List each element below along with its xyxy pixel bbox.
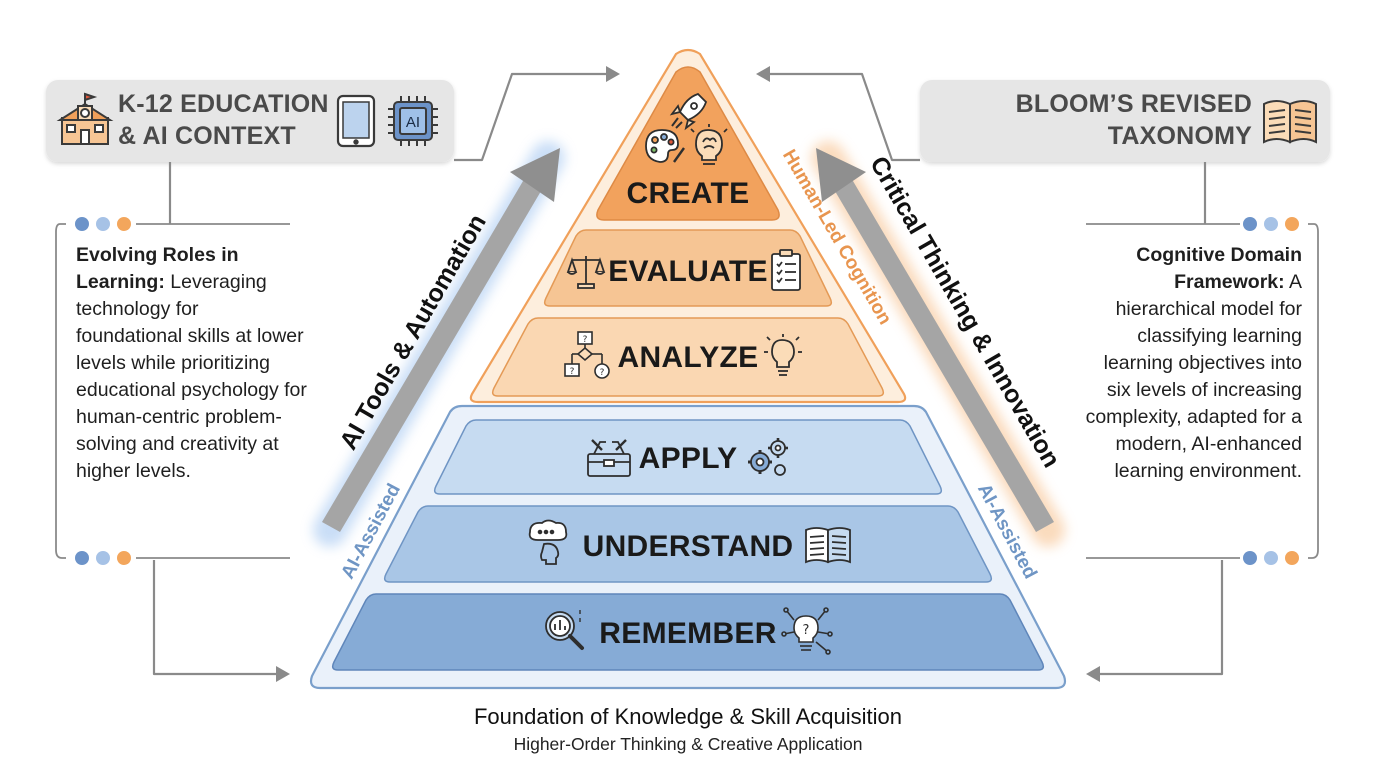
critical-thinking-arrow <box>816 148 1054 532</box>
panel-right-dots-top <box>1243 217 1299 231</box>
svg-text:?: ? <box>570 367 575 377</box>
open-book-icon <box>1263 100 1317 144</box>
level-label-create: CREATE <box>627 177 750 210</box>
level-apply[interactable] <box>433 419 943 495</box>
book-icon <box>805 527 851 564</box>
level-label-analyze: ANALYZE <box>617 341 758 374</box>
panel-left-text: Evolving Roles in Learning: Leveraging t… <box>76 242 308 485</box>
thinking-head-icon <box>528 519 568 565</box>
ai-chip-icon: AI <box>388 96 438 146</box>
level-label-understand: UNDERSTAND <box>583 530 794 563</box>
header-right-box <box>920 80 1330 162</box>
svg-text:?: ? <box>803 623 810 638</box>
school-building-icon <box>56 92 114 145</box>
panel-right-text: Cognitive Domain Framework: A hierarchic… <box>1078 242 1302 485</box>
caption-sub: Higher-Order Thinking & Creative Applica… <box>513 734 863 754</box>
panel-right-frame <box>1086 223 1319 559</box>
svg-text:?: ? <box>600 368 605 378</box>
level-create[interactable] <box>596 66 780 221</box>
lightbulb-icon <box>764 334 802 376</box>
level-label-evaluate: EVALUATE <box>608 255 768 288</box>
flowchart-icon: ? ? ? <box>564 331 610 379</box>
header-right-line1: BLOOM’S REVISED <box>1015 90 1252 118</box>
svg-text:?: ? <box>583 335 588 345</box>
scales-icon <box>566 256 606 289</box>
human-led-group <box>469 48 907 404</box>
panel-left-frame <box>55 223 290 559</box>
caption-main: Foundation of Knowledge & Skill Acquisit… <box>473 704 903 729</box>
checklist-icon <box>771 249 801 291</box>
panel-left-dots-top <box>75 217 131 231</box>
panel-left-title: Evolving Roles in Learning: <box>76 244 239 293</box>
gears-icon <box>748 438 788 476</box>
header-left-line1: K-12 EDUCATION <box>118 90 329 118</box>
header-left-title: K-12 EDUCATION & AI CONTEXT <box>118 88 338 152</box>
toolbox-icon <box>587 439 631 477</box>
palette-icon <box>645 129 685 163</box>
chip-text: AI <box>406 114 420 131</box>
tablet-icon <box>336 94 376 148</box>
header-right-title: BLOOM’S REVISED TAXONOMY <box>1000 88 1252 152</box>
brain-lightbulb-icon <box>690 124 728 165</box>
network-bulb-icon: ? <box>781 607 833 655</box>
rocket-icon <box>669 92 708 131</box>
level-label-apply: APPLY <box>639 442 738 475</box>
header-left-line2: & AI CONTEXT <box>118 122 296 150</box>
level-evaluate[interactable] <box>543 229 833 307</box>
panel-right-title: Cognitive Domain Framework: <box>1136 244 1302 293</box>
connector-lines <box>152 66 1224 682</box>
magnifier-chart-icon <box>545 610 584 650</box>
header-right-line2: TAXONOMY <box>1107 122 1252 150</box>
panel-left-dots-bottom <box>75 551 131 565</box>
level-label-remember: REMEMBER <box>599 617 776 650</box>
panel-right-dots-bottom <box>1243 551 1299 565</box>
ai-tools-arrow <box>322 148 560 532</box>
level-remember[interactable] <box>331 593 1045 671</box>
panel-right-body: A hierarchical model for classifying lea… <box>1085 271 1302 482</box>
panel-left-body: Leveraging technology for foundational s… <box>76 271 307 482</box>
